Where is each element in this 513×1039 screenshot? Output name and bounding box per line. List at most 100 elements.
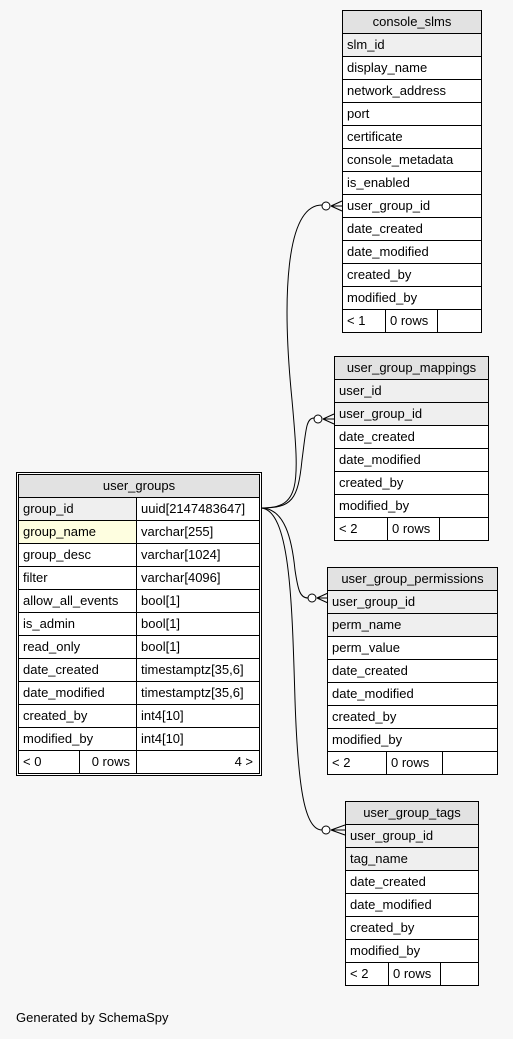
column-name: user_id xyxy=(339,383,382,398)
column-name: user_group_id xyxy=(350,828,434,843)
column-row[interactable]: created_by xyxy=(335,472,488,495)
stat-rows: 0 rows xyxy=(386,752,442,774)
stat-rows: 0 rows xyxy=(387,518,439,540)
column-row[interactable]: certificate xyxy=(343,126,481,149)
column-name: modified_by xyxy=(332,732,403,747)
column-row[interactable]: is_enabled xyxy=(343,172,481,195)
column-type: timestamptz[35,6] xyxy=(136,659,259,681)
column-row[interactable]: user_group_id xyxy=(328,591,497,614)
column-row[interactable]: created_by xyxy=(346,917,478,940)
stat-children xyxy=(442,752,497,774)
stat-parents: < 2 xyxy=(350,966,369,981)
crowsfoot-user-group-tags xyxy=(321,825,331,835)
column-name: created_by xyxy=(350,920,415,935)
column-name: created_by xyxy=(23,708,88,723)
table-stats-row: < 0 0 rows 4 > xyxy=(19,751,259,773)
column-row[interactable]: user_group_id xyxy=(343,195,481,218)
column-row[interactable]: is_admin bool[1] xyxy=(19,613,259,636)
edge-user-groups-to-user-group-permissions xyxy=(260,507,309,599)
column-row[interactable]: modified_by xyxy=(346,940,478,963)
column-name: display_name xyxy=(347,60,428,75)
column-name: date_created xyxy=(350,874,426,889)
column-name: group_desc xyxy=(23,547,91,562)
column-row[interactable]: slm_id xyxy=(343,34,481,57)
column-row[interactable]: perm_value xyxy=(328,637,497,660)
column-row[interactable]: date_created xyxy=(346,871,478,894)
column-row[interactable]: perm_name xyxy=(328,614,497,637)
table-title: user_groups xyxy=(19,475,259,498)
edge-user-groups-to-user-group-tags xyxy=(260,507,323,831)
stat-parents: < 1 xyxy=(347,313,366,328)
table-title: user_group_permissions xyxy=(328,568,497,591)
column-name: date_modified xyxy=(347,244,429,259)
column-type: int4[10] xyxy=(136,705,259,727)
column-row[interactable]: created_by int4[10] xyxy=(19,705,259,728)
column-name: date_modified xyxy=(350,897,432,912)
stat-parents: < 0 xyxy=(23,754,42,769)
column-name: read_only xyxy=(23,639,81,654)
column-name: date_modified xyxy=(23,685,105,700)
stat-rows: 0 rows xyxy=(79,751,136,773)
column-row[interactable]: user_id xyxy=(335,380,488,403)
column-name: date_modified xyxy=(339,452,421,467)
column-name: is_admin xyxy=(23,616,76,631)
stat-children: 4 > xyxy=(136,751,259,773)
column-name: modified_by xyxy=(350,943,421,958)
column-type: varchar[4096] xyxy=(136,567,259,589)
column-row[interactable]: created_by xyxy=(328,706,497,729)
column-row[interactable]: display_name xyxy=(343,57,481,80)
column-row[interactable]: read_only bool[1] xyxy=(19,636,259,659)
column-name: modified_by xyxy=(23,731,94,746)
column-row[interactable]: filter varchar[4096] xyxy=(19,567,259,590)
column-name: perm_value xyxy=(332,640,400,655)
column-name: filter xyxy=(23,570,48,585)
column-row[interactable]: date_modified xyxy=(328,683,497,706)
column-row[interactable]: user_group_id xyxy=(335,403,488,426)
column-row[interactable]: date_created xyxy=(328,660,497,683)
column-row[interactable]: date_modified xyxy=(346,894,478,917)
column-name: perm_name xyxy=(332,617,402,632)
column-type: bool[1] xyxy=(136,613,259,635)
column-row[interactable]: tag_name xyxy=(346,848,478,871)
column-row[interactable]: modified_by xyxy=(343,287,481,310)
column-name: allow_all_events xyxy=(23,593,119,608)
table-stats-row: < 1 0 rows xyxy=(343,310,481,332)
crowsfoot-console-slms xyxy=(321,201,331,211)
edge-user-groups-to-user-group-mappings xyxy=(260,417,315,509)
column-row[interactable]: console_metadata xyxy=(343,149,481,172)
column-row[interactable]: modified_by int4[10] xyxy=(19,728,259,751)
column-name: modified_by xyxy=(339,498,410,513)
column-row[interactable]: port xyxy=(343,103,481,126)
stat-rows: 0 rows xyxy=(388,963,440,985)
column-row[interactable]: date_modified xyxy=(343,241,481,264)
column-row[interactable]: user_group_id xyxy=(346,825,478,848)
column-row[interactable]: modified_by xyxy=(328,729,497,752)
column-name: user_group_id xyxy=(347,198,431,213)
column-row[interactable]: date_created xyxy=(335,426,488,449)
column-row[interactable]: date_modified xyxy=(335,449,488,472)
column-name: created_by xyxy=(332,709,397,724)
column-name: tag_name xyxy=(350,851,408,866)
column-row[interactable]: created_by xyxy=(343,264,481,287)
column-name: date_created xyxy=(339,429,415,444)
column-name: created_by xyxy=(339,475,404,490)
column-type: bool[1] xyxy=(136,636,259,658)
column-name: port xyxy=(347,106,370,121)
column-type: int4[10] xyxy=(136,728,259,750)
column-name: modified_by xyxy=(347,290,418,305)
column-row[interactable]: network_address xyxy=(343,80,481,103)
column-row[interactable]: date_created xyxy=(343,218,481,241)
column-row[interactable]: modified_by xyxy=(335,495,488,518)
